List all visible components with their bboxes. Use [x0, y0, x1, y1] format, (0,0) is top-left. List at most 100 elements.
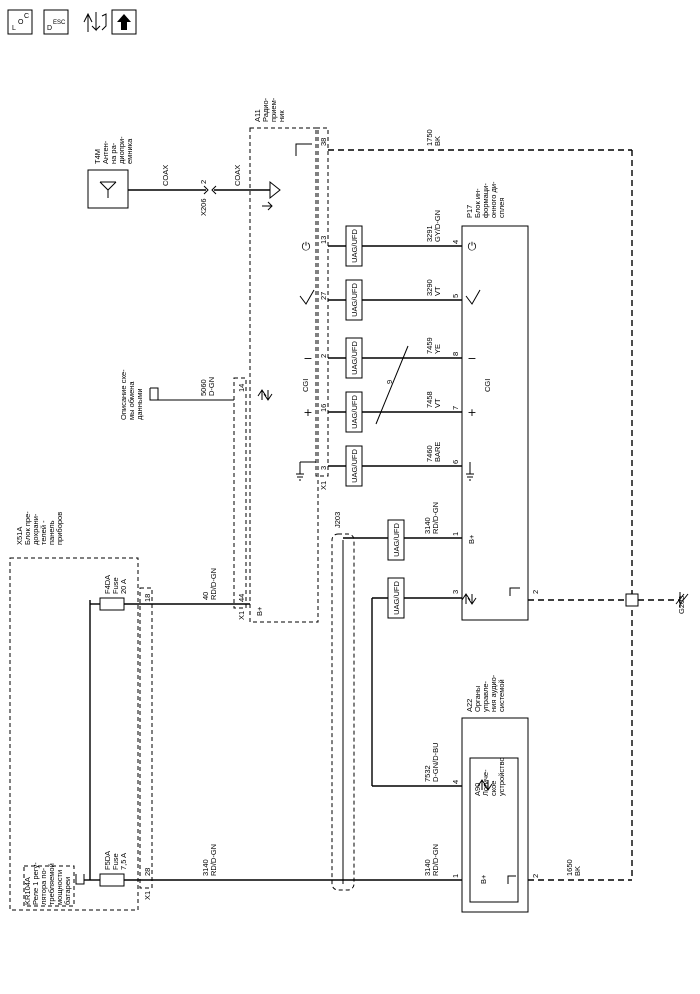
svg-text:диопри-: диопри-: [117, 136, 126, 164]
svg-text:T4M: T4M: [93, 149, 102, 164]
desc-button[interactable]: D ESC: [43, 9, 69, 35]
svg-text:Fuse: Fuse: [111, 577, 120, 594]
p17-ground-int-icon: [509, 587, 520, 596]
svg-text:RD/D-GN: RD/D-GN: [209, 568, 218, 600]
x206-connector: [203, 185, 217, 195]
svg-text:RD/D-GN: RD/D-GN: [431, 844, 440, 876]
svg-text:27: 27: [319, 292, 328, 300]
svg-text:BARE: BARE: [433, 442, 442, 462]
svg-text:Fuse: Fuse: [111, 853, 120, 870]
loc-button[interactable]: L O C: [7, 9, 33, 35]
svg-text:18: 18: [143, 594, 152, 602]
x51a-x1-connector: [139, 587, 153, 889]
svg-text:2: 2: [199, 180, 208, 184]
svg-text:VT: VT: [433, 398, 442, 408]
a90-label: A90 Логиче- ское устройство: [473, 757, 506, 796]
svg-text:3140: 3140: [423, 859, 432, 876]
svg-text:X51A: X51A: [15, 527, 24, 545]
svg-text:лятора по-: лятора по-: [39, 867, 48, 905]
svg-text:16: 16: [319, 404, 328, 412]
svg-text:7532: 7532: [423, 765, 432, 782]
uag-ufd-2: [345, 337, 363, 379]
svg-text:J203: J203: [333, 512, 342, 528]
svg-text:B+: B+: [255, 606, 264, 616]
a11-label: A11 Радио- прием- ник: [253, 97, 286, 122]
svg-text:2: 2: [531, 874, 540, 878]
svg-text:управле-: управле-: [481, 680, 490, 712]
svg-text:COAX: COAX: [161, 165, 170, 186]
relay-contact-icon: [75, 874, 85, 885]
a90-logic-unit: [469, 757, 519, 903]
svg-text:Блок ин-: Блок ин-: [473, 188, 482, 218]
a22-ground-int-icon: [507, 875, 516, 884]
svg-text:1750: 1750: [425, 129, 434, 146]
a11-x1-connector: [315, 127, 329, 477]
svg-text:GY/D-GN: GY/D-GN: [433, 210, 442, 242]
j203-splice: [331, 533, 355, 891]
svg-text:8: 8: [451, 352, 460, 356]
ground-symbol-38: [295, 143, 312, 156]
svg-text:7,5 A: 7,5 A: [119, 853, 128, 870]
ground-icon: [296, 461, 316, 481]
svg-text:38: 38: [319, 138, 328, 146]
svg-text:BK: BK: [573, 866, 582, 876]
svg-text:3: 3: [319, 466, 328, 470]
svg-text:B+: B+: [467, 534, 476, 544]
svg-text:7459: 7459: [425, 337, 434, 354]
svg-text:ESC: ESC: [53, 20, 66, 26]
svg-text:UAG/UFD: UAG/UFD: [350, 449, 359, 483]
power-icon: ⏻: [302, 240, 311, 253]
uag-ufd-16: [345, 391, 363, 433]
svg-text:сплея: сплея: [497, 198, 506, 218]
p17-display-unit: [461, 225, 529, 621]
svg-text:CGI: CGI: [301, 379, 310, 392]
svg-text:онного ди-: онного ди-: [489, 181, 498, 218]
svg-text:X1: X1: [319, 481, 328, 490]
kr104a-label: KR104A Реле 1 регу- лятора по- требляемо…: [23, 862, 72, 905]
svg-text:ник: ник: [277, 110, 286, 122]
svg-text:3291: 3291: [425, 225, 434, 242]
svg-text:UAG/UFD: UAG/UFD: [392, 523, 401, 557]
svg-text:данными: данными: [135, 388, 144, 420]
minus-icon: −: [303, 352, 312, 365]
svg-text:A11: A11: [253, 109, 262, 122]
svg-text:F4DA: F4DA: [103, 575, 112, 594]
svg-text:3140: 3140: [201, 859, 210, 876]
svg-text:Органы: Органы: [473, 686, 482, 712]
svg-text:UAG/UFD: UAG/UFD: [350, 341, 359, 375]
antenna-icon: [99, 181, 117, 198]
p17-data-arrows-icon: [461, 593, 477, 605]
svg-text:дохрани-: дохрани-: [31, 513, 40, 545]
svg-text:3: 3: [451, 590, 460, 594]
svg-text:Блок пре-: Блок пре-: [23, 511, 32, 545]
twisted-pair-marker: [375, 345, 409, 425]
svg-text:7460: 7460: [425, 445, 434, 462]
t4m-label: T4M Антен- на ра- диопри- емника: [93, 136, 134, 164]
svg-text:X206: X206: [199, 198, 208, 216]
ground-splice: [625, 593, 639, 607]
svg-text:батареи: батареи: [63, 877, 72, 905]
up-arrow-button[interactable]: [111, 9, 137, 35]
p17-ground-icon: [466, 462, 474, 481]
uag-ufd-13: [345, 225, 363, 267]
svg-text:ское: ское: [489, 781, 498, 796]
svg-text:CGI: CGI: [483, 379, 492, 392]
svg-text:9: 9: [385, 380, 394, 384]
p17-label: P17 Блок ин- формаци- онного ди- сплея: [465, 181, 506, 218]
svg-text:мощности: мощности: [55, 870, 64, 905]
connector-info-icon[interactable]: [83, 12, 107, 32]
svg-text:4: 4: [451, 240, 460, 244]
comm-desc-label: Описание схе- мы обмена данными: [119, 369, 144, 420]
svg-text:28: 28: [143, 868, 152, 876]
svg-text:UAG/UFD: UAG/UFD: [350, 395, 359, 429]
svg-text:G203: G203: [677, 596, 686, 614]
svg-text:1: 1: [451, 874, 460, 878]
radio-antenna-input-icon: [262, 180, 281, 211]
svg-text:L: L: [12, 25, 16, 32]
svg-text:панель: панель: [47, 520, 56, 545]
svg-text:COAX: COAX: [233, 165, 242, 186]
f5da-fuse: [99, 873, 125, 887]
svg-text:UAG/UFD: UAG/UFD: [350, 229, 359, 263]
svg-text:X1: X1: [143, 891, 152, 900]
